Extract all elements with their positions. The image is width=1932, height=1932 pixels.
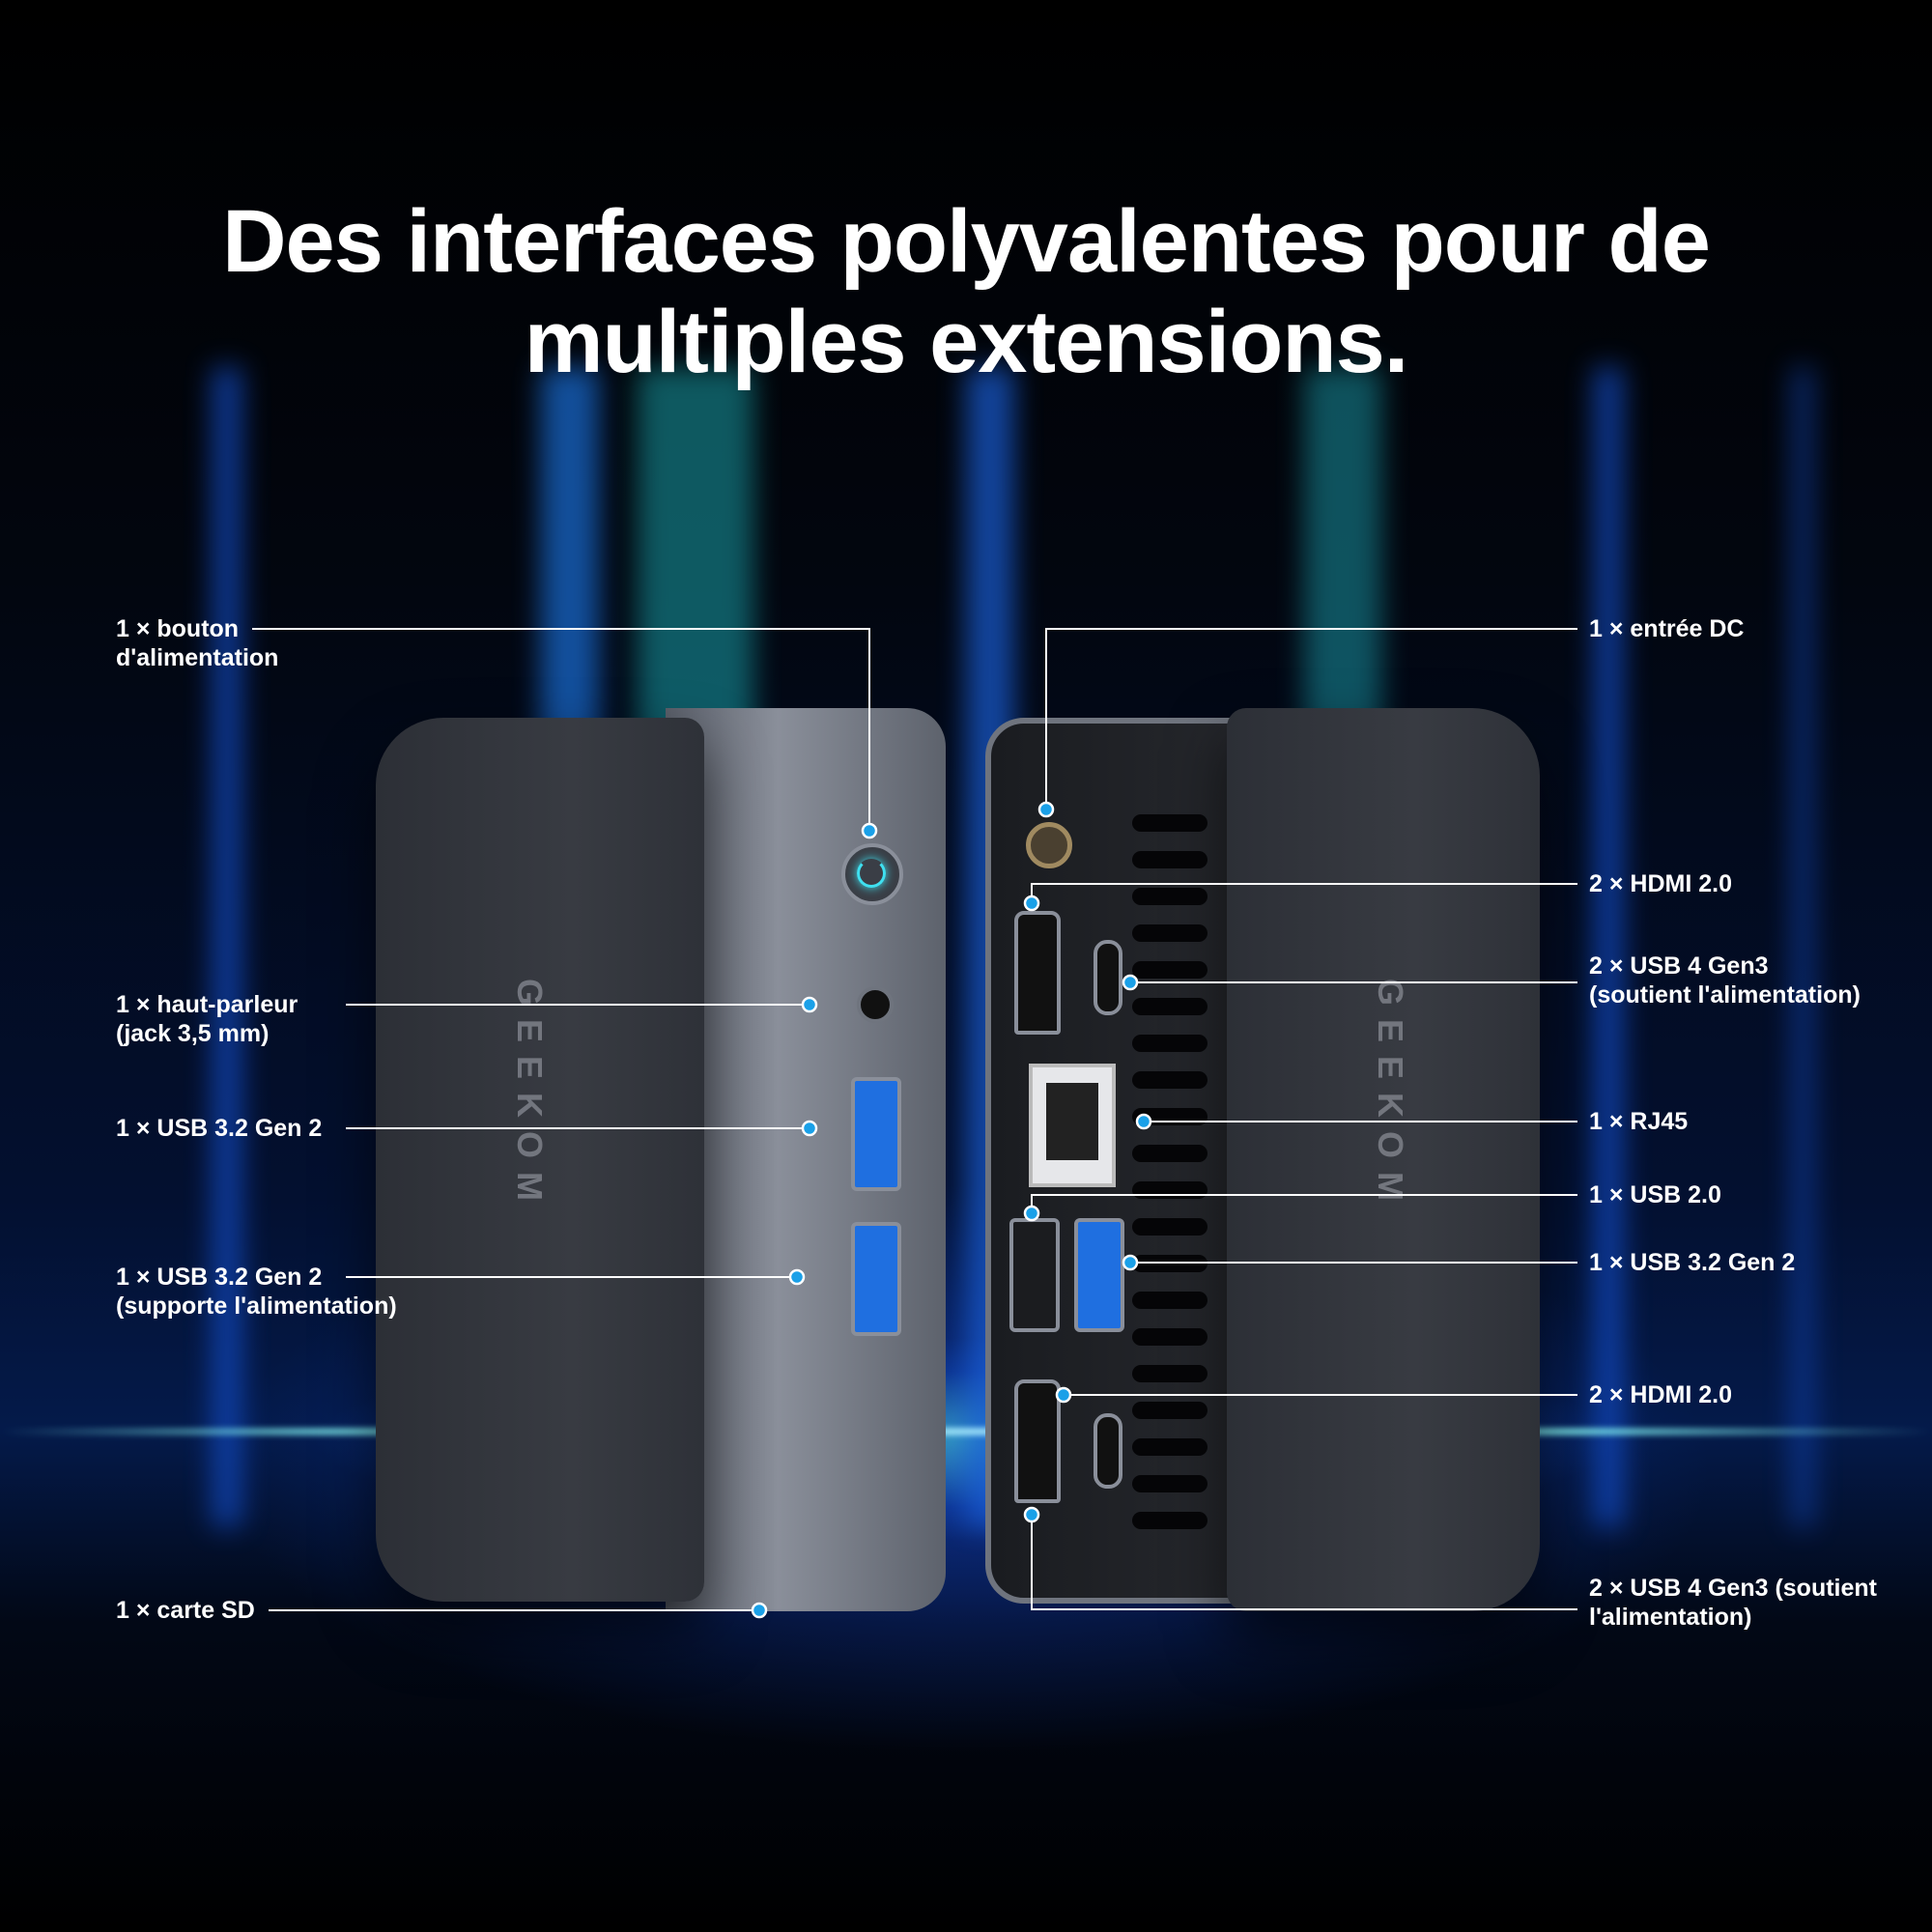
- label-usb-3-2-back: 1 × USB 3.2 Gen 2: [1589, 1249, 1796, 1276]
- callout-dot: [1135, 1113, 1152, 1130]
- usb-a-port: [1074, 1218, 1124, 1332]
- audio-jack: [857, 986, 894, 1023]
- label-rj45: 1 × RJ45: [1589, 1108, 1689, 1135]
- callout-line: [1031, 883, 1577, 903]
- usb-a-port: [851, 1077, 901, 1191]
- callout-dot: [751, 1602, 768, 1619]
- callout-dot: [861, 822, 878, 839]
- label-usb-3-2-power: 1 × USB 3.2 Gen 2(supporte l'alimentatio…: [116, 1264, 397, 1320]
- callout-dot: [1023, 895, 1040, 912]
- callout-dot: [1122, 974, 1139, 991]
- label-sd-card: 1 × carte SD: [116, 1597, 255, 1624]
- power-icon: [857, 859, 886, 888]
- usb-a-port: [851, 1222, 901, 1336]
- callout-dot: [1122, 1254, 1139, 1271]
- title-line-1: Des interfaces polyvalentes pour de: [222, 192, 1711, 291]
- mini-pc-front: GEEKOM: [376, 708, 946, 1611]
- page-title: Des interfaces polyvalentes pour de mult…: [0, 191, 1932, 392]
- label-dc-input: 1 × entrée DC: [1589, 615, 1745, 642]
- label-hdmi-top: 2 × HDMI 2.0: [1589, 870, 1732, 897]
- rj45-port: [1029, 1064, 1116, 1187]
- hdmi-port: [1014, 911, 1061, 1035]
- light-beam: [1792, 367, 1813, 1526]
- callout-line: [1031, 1194, 1577, 1213]
- label-audio-jack: 1 × haut-parleur(jack 3,5 mm): [116, 991, 298, 1047]
- dc-input-port: [1026, 822, 1072, 868]
- side-panel: [376, 718, 704, 1602]
- label-usb4-top: 2 × USB 4 Gen3(soutient l'alimentation): [1589, 952, 1861, 1009]
- callout-dot: [1023, 1205, 1040, 1222]
- usb-c-port: [1094, 1413, 1122, 1489]
- mini-pc-back: GEEKOM: [985, 708, 1540, 1611]
- usb-c-port: [1094, 940, 1122, 1015]
- callout-dot: [788, 1268, 806, 1286]
- light-beam: [213, 367, 242, 1526]
- callout-dot: [1023, 1506, 1040, 1523]
- title-line-2: multiples extensions.: [524, 293, 1409, 391]
- callout-dot: [801, 996, 818, 1013]
- side-panel: [1227, 708, 1540, 1611]
- callout-line: [252, 628, 870, 831]
- horizon-glow: [0, 1428, 1932, 1435]
- callout-dot: [1037, 801, 1055, 818]
- power-button[interactable]: [841, 843, 903, 905]
- callout-dot: [801, 1120, 818, 1137]
- light-beam: [1594, 367, 1623, 1526]
- usb-2-port: [1009, 1218, 1060, 1332]
- label-usb-3-2-front: 1 × USB 3.2 Gen 2: [116, 1115, 323, 1142]
- callout-dot: [1055, 1386, 1072, 1404]
- hdmi-port: [1014, 1379, 1061, 1503]
- callout-line: [1031, 1515, 1577, 1610]
- label-hdmi-bottom: 2 × HDMI 2.0: [1589, 1381, 1732, 1408]
- label-usb-2-0: 1 × USB 2.0: [1589, 1181, 1721, 1208]
- callout-line: [1045, 628, 1577, 810]
